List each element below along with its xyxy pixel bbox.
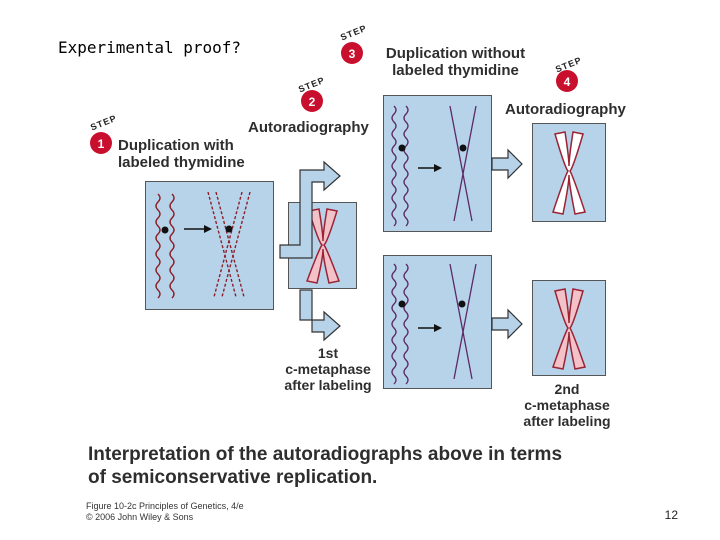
arrow-upper xyxy=(279,160,341,259)
figure-credit: Figure 10-2c Principles of Genetics, 4/e… xyxy=(86,501,244,522)
labeled-dna-strands-illustration xyxy=(155,191,251,299)
step-1-number: 1 xyxy=(98,137,105,151)
arrow-lower xyxy=(299,289,341,342)
step-1-badge-text: STEP xyxy=(89,113,118,133)
step-3-number: 3 xyxy=(349,47,356,61)
autoradiography-arrows xyxy=(491,148,523,340)
branching-arrows xyxy=(279,160,341,342)
panel-duplication-with-label xyxy=(145,181,274,310)
second-metaphase-chromosome-top xyxy=(552,131,586,215)
slide-title: Experimental proof? xyxy=(58,38,242,57)
unlabeled-dna-strands-top xyxy=(391,105,477,227)
second-metaphase-chromosome-bottom xyxy=(552,288,586,370)
step-3-label: Duplication without labeled thymidine xyxy=(385,45,526,79)
step-4-number: 4 xyxy=(564,75,571,89)
step-3-badge: STEP 3 xyxy=(339,23,368,64)
panel-second-metaphase-bottom xyxy=(532,280,606,376)
step-2-number: 2 xyxy=(309,95,316,109)
panel-duplication-without-label-bottom xyxy=(383,255,492,389)
step-1-label: Duplication with labeled thymidine xyxy=(118,137,245,171)
page-number: 12 xyxy=(664,508,678,522)
panel-second-metaphase-top xyxy=(532,123,606,222)
step-4-label: Autoradiography xyxy=(505,101,626,118)
unlabeled-dna-strands-bottom xyxy=(391,263,477,385)
interpretation-text: Interpretation of the autoradiographs ab… xyxy=(88,444,563,488)
first-metaphase-caption: 1st c-metaphase after labeling xyxy=(284,345,372,393)
arrow-step4-top xyxy=(491,148,523,180)
step-3-badge-text: STEP xyxy=(339,23,368,43)
step-2-label: Autoradiography xyxy=(248,119,369,136)
arrow-step4-bottom xyxy=(491,308,523,340)
step-2-badge: STEP 2 xyxy=(297,75,326,112)
second-metaphase-caption: 2nd c-metaphase after labeling xyxy=(523,381,611,429)
step-4-badge: STEP 4 xyxy=(554,55,583,92)
step-1-badge: STEP 1 xyxy=(89,113,118,154)
first-metaphase-chromosome xyxy=(305,208,341,284)
panel-duplication-without-label-top xyxy=(383,95,492,232)
